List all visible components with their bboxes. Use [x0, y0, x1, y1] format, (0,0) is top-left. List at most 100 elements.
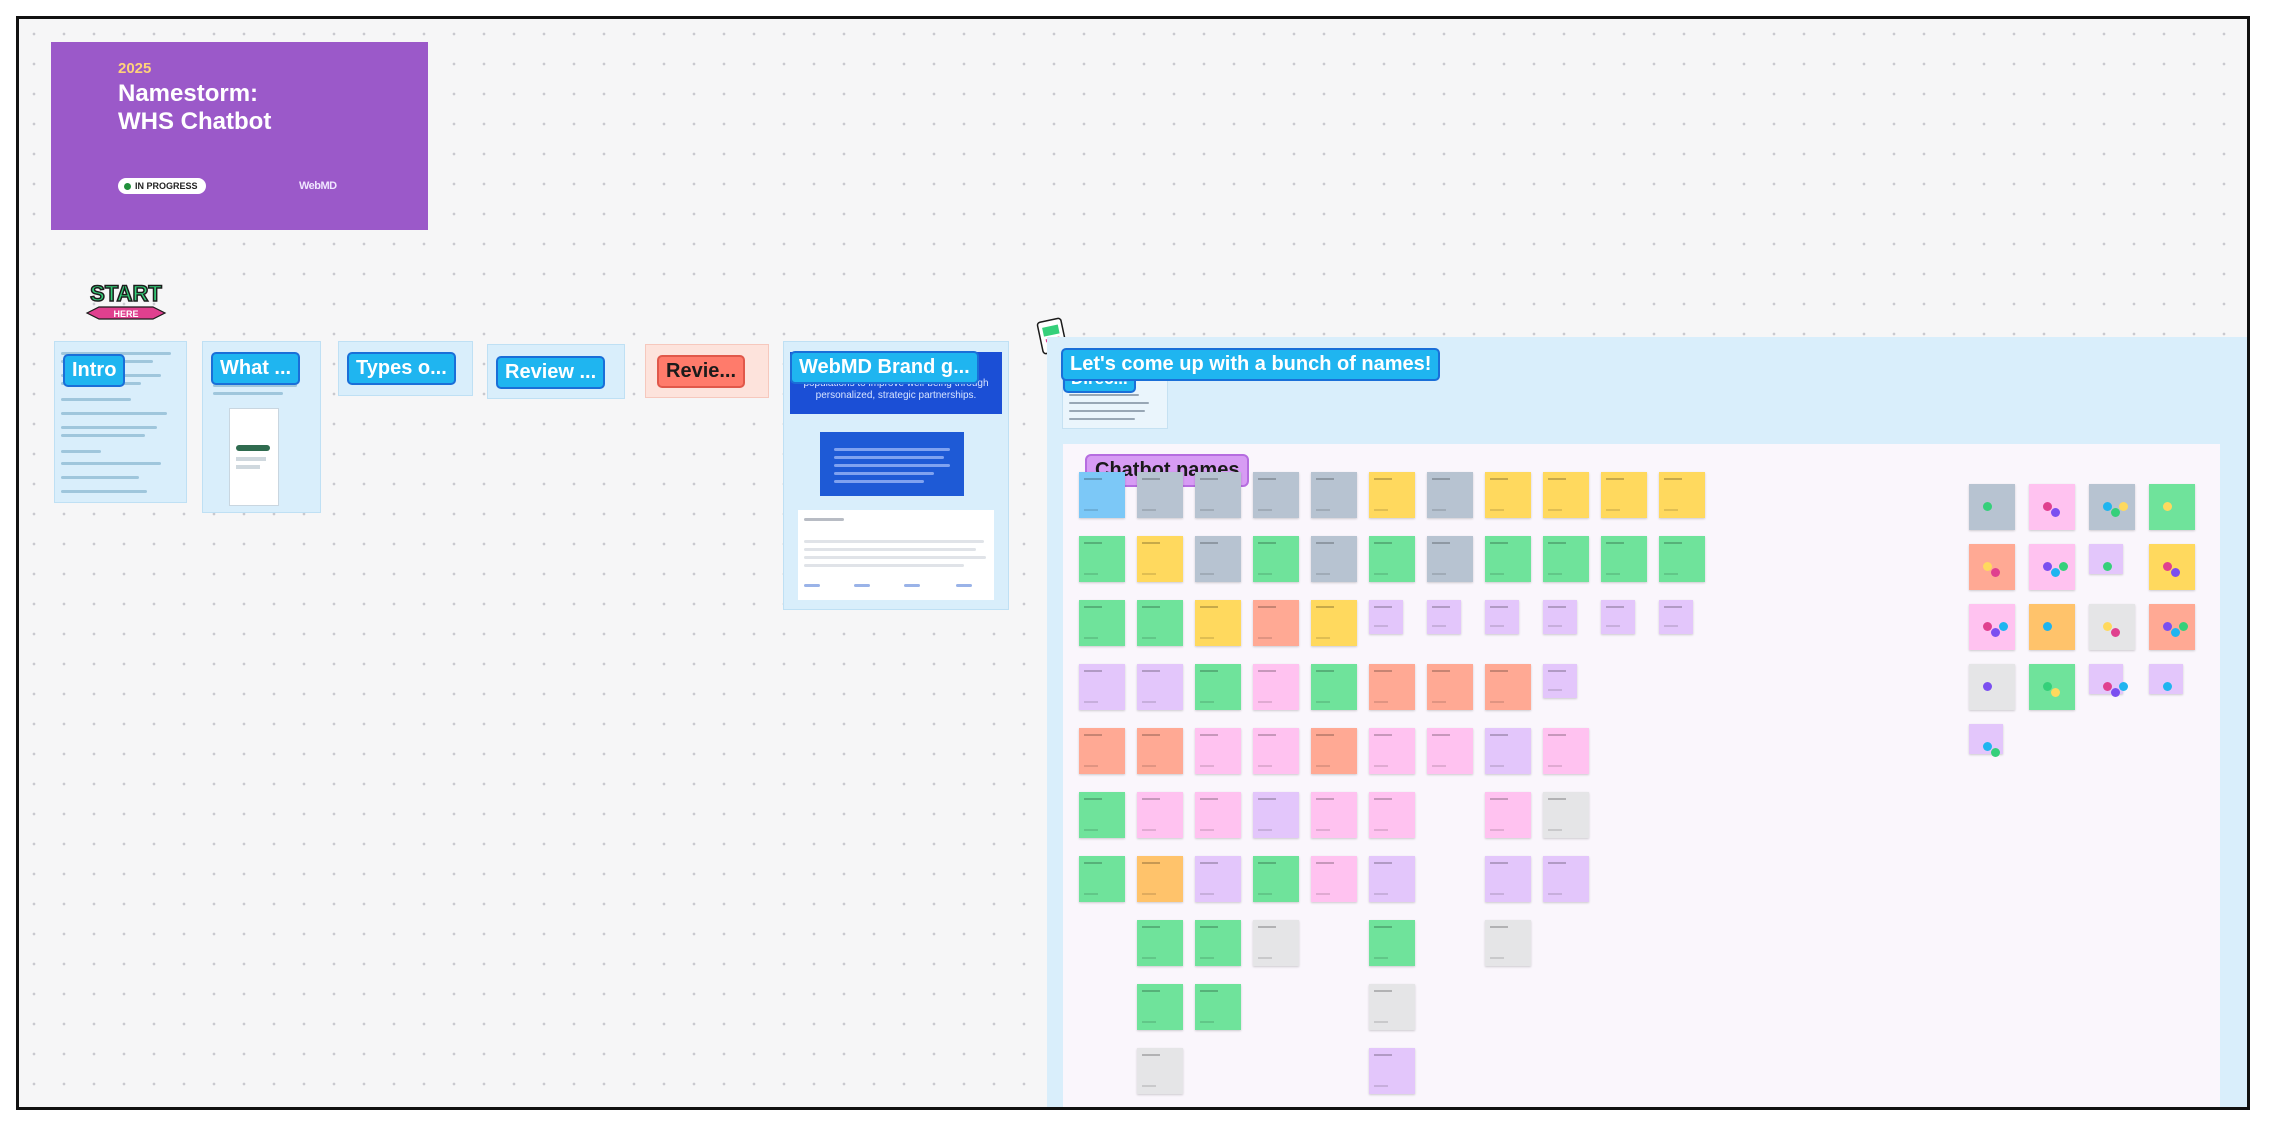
sticky-note[interactable] [1253, 664, 1299, 710]
sticky-note[interactable] [1311, 664, 1357, 710]
sticky-note[interactable] [1079, 664, 1125, 710]
sticky-note[interactable] [1253, 536, 1299, 582]
sticky-note[interactable] [1369, 728, 1415, 774]
sticky-note[interactable] [1311, 600, 1357, 646]
sticky-note[interactable] [1601, 536, 1647, 582]
sticky-note[interactable] [1079, 856, 1125, 902]
sticky-note[interactable] [1079, 472, 1125, 518]
sticky-note[interactable] [1195, 664, 1241, 710]
sticky-note[interactable] [1253, 472, 1299, 518]
sticky-note[interactable] [1485, 920, 1531, 966]
voted-sticky-note[interactable] [2089, 544, 2123, 574]
sticky-note[interactable] [1601, 472, 1647, 518]
ideation-frame[interactable]: Direc... Let's come up with a bunch of n… [1047, 337, 2247, 1107]
sticky-note[interactable] [1369, 920, 1415, 966]
voted-sticky-note[interactable] [2149, 664, 2183, 694]
sticky-note[interactable] [1427, 536, 1473, 582]
sticky-note[interactable] [1137, 856, 1183, 902]
section-label-types[interactable]: Types o... [347, 352, 456, 385]
sticky-note[interactable] [1079, 792, 1125, 838]
sticky-note[interactable] [1195, 856, 1241, 902]
sticky-note[interactable] [1543, 600, 1577, 634]
sticky-note[interactable] [1195, 984, 1241, 1030]
sticky-note[interactable] [1311, 792, 1357, 838]
sticky-note[interactable] [1369, 600, 1403, 634]
sticky-note[interactable] [1253, 856, 1299, 902]
sticky-note[interactable] [1253, 920, 1299, 966]
sticky-note[interactable] [1543, 472, 1589, 518]
chatbot-names-board[interactable]: Chatbot names [1063, 444, 2220, 1107]
section-label-review[interactable]: Review ... [496, 356, 606, 389]
sticky-note[interactable] [1195, 920, 1241, 966]
cover-card[interactable]: 2025 Namestorm: WHS Chatbot IN PROGRESS … [51, 42, 428, 230]
sticky-note[interactable] [1253, 728, 1299, 774]
chatbot-names-label[interactable]: Chatbot names [1085, 454, 1250, 487]
voted-sticky-note[interactable] [2089, 604, 2135, 650]
sticky-note[interactable] [1311, 536, 1357, 582]
sticky-note[interactable] [1137, 920, 1183, 966]
sticky-note[interactable] [1485, 472, 1531, 518]
sticky-note[interactable] [1311, 856, 1357, 902]
brand-frame[interactable]: populations to improve well-being throug… [783, 341, 1009, 610]
voted-sticky-note[interactable] [1969, 484, 2015, 530]
voted-sticky-note[interactable] [1969, 664, 2015, 710]
sticky-note[interactable] [1543, 856, 1589, 902]
sticky-note[interactable] [1369, 1048, 1415, 1094]
voted-sticky-note[interactable] [2029, 604, 2075, 650]
section-label-review-2[interactable]: Revie... [657, 355, 746, 388]
sticky-note[interactable] [1137, 984, 1183, 1030]
sticky-note[interactable] [1369, 792, 1415, 838]
voted-sticky-note[interactable] [1969, 724, 2003, 757]
sticky-note[interactable] [1485, 664, 1531, 710]
sticky-note[interactable] [1137, 728, 1183, 774]
sticky-note[interactable] [1195, 792, 1241, 838]
sticky-note[interactable] [1369, 856, 1415, 902]
section-label-brand[interactable]: WebMD Brand g... [790, 351, 979, 384]
whiteboard-canvas[interactable]: 2025 Namestorm: WHS Chatbot IN PROGRESS … [16, 16, 2250, 1110]
sticky-note[interactable] [1543, 536, 1589, 582]
sticky-note[interactable] [1195, 728, 1241, 774]
sticky-note[interactable] [1659, 600, 1693, 634]
voted-sticky-note[interactable] [1969, 544, 2015, 590]
sticky-note[interactable] [1427, 728, 1473, 774]
sticky-note[interactable] [1485, 536, 1531, 582]
ideation-frame-label[interactable]: Let's come up with a bunch of names! [1061, 348, 1441, 381]
sticky-note[interactable] [1253, 792, 1299, 838]
sticky-note[interactable] [1195, 600, 1241, 646]
voted-sticky-note[interactable] [2149, 604, 2195, 650]
sticky-note[interactable] [1137, 600, 1183, 646]
sticky-note[interactable] [1543, 792, 1589, 838]
sticky-note[interactable] [1195, 536, 1241, 582]
sticky-note[interactable] [1659, 536, 1705, 582]
sticky-note[interactable] [1369, 664, 1415, 710]
sticky-note[interactable] [1079, 600, 1125, 646]
section-label-intro[interactable]: Intro [63, 354, 126, 387]
sticky-note[interactable] [1137, 792, 1183, 838]
voted-sticky-note[interactable] [2089, 664, 2128, 697]
sticky-note[interactable] [1485, 856, 1531, 902]
voted-sticky-note[interactable] [2149, 544, 2195, 590]
voted-sticky-note[interactable] [2029, 484, 2075, 530]
sticky-note[interactable] [1659, 472, 1705, 518]
voted-sticky-note[interactable] [2029, 544, 2075, 590]
sticky-note[interactable] [1137, 1048, 1183, 1094]
sticky-note[interactable] [1427, 664, 1473, 710]
sticky-note[interactable] [1369, 472, 1415, 518]
sticky-note[interactable] [1137, 536, 1183, 582]
sticky-note[interactable] [1311, 472, 1357, 518]
sticky-note[interactable] [1601, 600, 1635, 634]
sticky-note[interactable] [1427, 472, 1473, 518]
sticky-note[interactable] [1543, 728, 1589, 774]
sticky-note[interactable] [1253, 600, 1299, 646]
sticky-note[interactable] [1485, 600, 1519, 634]
voted-sticky-note[interactable] [2029, 664, 2075, 710]
section-label-what[interactable]: What ... [211, 352, 301, 385]
sticky-note[interactable] [1369, 984, 1415, 1030]
sticky-note[interactable] [1195, 472, 1241, 518]
voted-sticky-note[interactable] [2089, 484, 2135, 530]
sticky-note[interactable] [1137, 472, 1183, 518]
sticky-note[interactable] [1369, 536, 1415, 582]
sticky-note[interactable] [1137, 664, 1183, 710]
sticky-note[interactable] [1485, 792, 1531, 838]
sticky-note[interactable] [1079, 536, 1125, 582]
